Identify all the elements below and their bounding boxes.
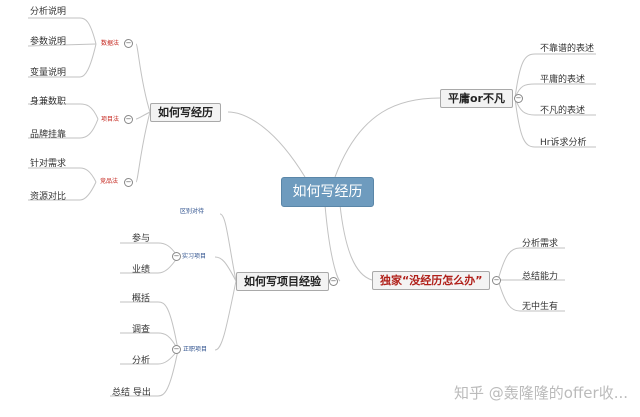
- branch-mediocre-or-extraordinary[interactable]: 平庸or不凡: [440, 89, 513, 108]
- leaf-create-from-nothing[interactable]: 无中生有: [522, 302, 559, 312]
- leaf-hr-needs-analysis[interactable]: Hr诉求分析: [540, 138, 587, 148]
- collapse-toggle-no-experience[interactable]: −: [492, 276, 501, 285]
- leaf-mediocre-expression[interactable]: 平庸的表述: [540, 75, 586, 85]
- branch-no-experience[interactable]: 独家“没经历怎么办”: [372, 271, 491, 290]
- leaf-investigation[interactable]: 调查: [132, 325, 151, 335]
- leaf-resource-comparison[interactable]: 资源对比: [30, 192, 67, 202]
- collapse-toggle-data[interactable]: −: [124, 39, 133, 48]
- collapse-toggle-project-experience[interactable]: −: [329, 277, 338, 286]
- leaf-variable-explanation[interactable]: 变量说明: [30, 68, 67, 78]
- watermark: 知乎 @轰隆隆的offer收...: [454, 384, 628, 402]
- connector-center-to-mediocre: [334, 97, 441, 178]
- connector-how-to-write-project: [135, 111, 151, 120]
- branch-how-to-write[interactable]: 如何写经历: [150, 103, 221, 122]
- leaf-performance[interactable]: 业绩: [132, 265, 151, 275]
- leaf-analysis[interactable]: 分析: [132, 356, 151, 366]
- leaf-multiple-roles[interactable]: 身兼数职: [30, 97, 67, 107]
- leaf-brand-affiliation[interactable]: 品牌挂靠: [30, 130, 67, 140]
- connector-how-to-write-data: [135, 43, 151, 113]
- leaf-participation[interactable]: 参与: [132, 234, 151, 244]
- leaf-extraordinary-expression[interactable]: 不凡的表述: [540, 106, 586, 116]
- leaf-overview[interactable]: 概括: [132, 294, 151, 304]
- collapse-toggle-compete[interactable]: −: [124, 178, 133, 187]
- collapse-toggle-project[interactable]: −: [124, 115, 133, 124]
- connector-center-to-project: [324, 204, 341, 282]
- leaf-unreliable-expression[interactable]: 不靠谱的表述: [540, 44, 595, 54]
- central-topic[interactable]: 如何写经历: [281, 177, 374, 207]
- leaf-summary-export[interactable]: 总结 导出: [112, 388, 151, 398]
- leaf-summarize-abilities[interactable]: 总结能力: [522, 272, 559, 282]
- group-compete-method[interactable]: 竞品法: [100, 178, 119, 185]
- group-project-method[interactable]: 项目法: [101, 116, 120, 123]
- leaf-analysis-explanation[interactable]: 分析说明: [30, 7, 67, 17]
- group-fulltime-project[interactable]: 正职项目: [183, 346, 208, 353]
- group-internship-project[interactable]: 实习项目: [182, 253, 207, 260]
- connector-center-to-how-to-write: [227, 111, 306, 178]
- branch-project-experience[interactable]: 如何写项目经验: [236, 272, 329, 291]
- group-data-method[interactable]: 数据法: [101, 40, 120, 47]
- leaf-target-needs[interactable]: 针对需求: [30, 159, 67, 169]
- group-treat-differently[interactable]: 区别对待: [180, 208, 205, 215]
- connector-center-to-no-experience: [339, 204, 373, 281]
- collapse-toggle-internship[interactable]: −: [172, 252, 181, 261]
- connector-how-to-write-compete: [135, 111, 151, 183]
- collapse-toggle-fulltime[interactable]: −: [172, 345, 181, 354]
- collapse-toggle-mediocre[interactable]: −: [514, 94, 523, 103]
- leaf-parameter-explanation[interactable]: 参数说明: [30, 37, 67, 47]
- leaf-analyze-needs[interactable]: 分析需求: [522, 239, 559, 249]
